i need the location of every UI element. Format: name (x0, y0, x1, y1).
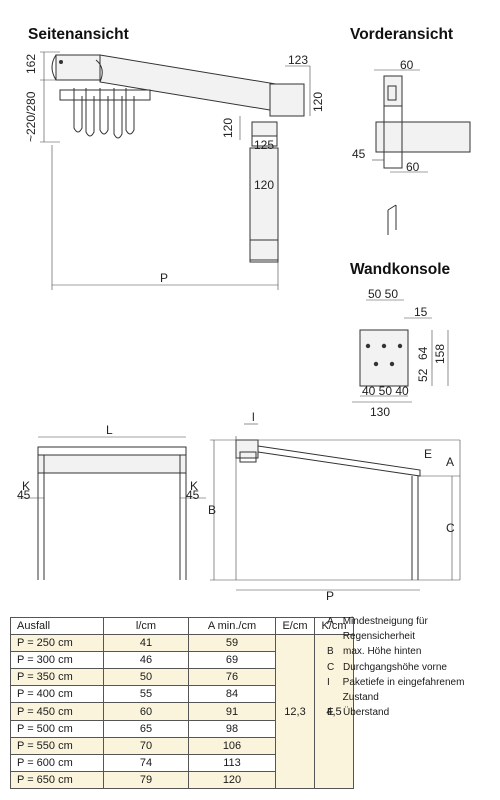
front-view-drawing (372, 69, 471, 235)
dim-50-50: 50 50 (368, 287, 398, 301)
cell-l: 41 (103, 634, 189, 653)
cell-l: 79 (103, 770, 189, 789)
legend-item: C Durchgangshöhe vorne (327, 660, 500, 675)
legend-key: C (327, 661, 335, 673)
side-view-heading: Seitenansicht (28, 26, 129, 43)
spec-table: Ausfall l/cm A min./cm E/cm K/cm P = 250… (10, 616, 354, 789)
legend-text: max. Höhe hinten (343, 646, 422, 658)
legend-item: I Paketiefe in eingefahrenem Zustand (327, 675, 500, 705)
legend-key: A (327, 616, 334, 627)
dim-A: A (446, 455, 454, 469)
dim-60-bottom: 60 (406, 160, 420, 174)
cell-e-value: 12,3 (275, 634, 315, 789)
cell-a-min: 98 (188, 719, 276, 738)
front-frame-drawing (18, 436, 206, 580)
cell-ausfall: P = 650 cm (10, 770, 104, 789)
legend-item: E Überstand (327, 705, 500, 720)
dim-123: 123 (288, 53, 308, 67)
wall-bracket-drawing (352, 299, 449, 403)
legend: A Mindestneigung für Regensicherheit B m… (327, 614, 500, 720)
table-row: P = 250 cm 41 59 12,3 4,5 (10, 634, 354, 789)
cell-a-min: 69 (188, 651, 276, 670)
dim-K-left: K (22, 479, 30, 493)
cell-ausfall: P = 600 cm (10, 753, 104, 772)
dim-P-frame: P (326, 589, 334, 603)
dim-K-right: K (190, 479, 198, 493)
dim-130: 130 (370, 405, 390, 419)
dim-C: C (446, 521, 455, 535)
legend-item: B max. Höhe hinten (327, 644, 500, 659)
header-k: K/cm (314, 616, 354, 636)
side-frame-drawing (210, 423, 461, 591)
wall-bracket-heading: Wandkonsole (350, 261, 451, 278)
table-row: P = 350 cm 50 76 (10, 668, 354, 687)
dim-E: E (424, 447, 432, 461)
legend-text: Überstand (343, 707, 390, 719)
cell-ausfall: P = 250 cm (10, 634, 104, 653)
dim-220-280: ~220/280 (24, 91, 38, 142)
table-header-row: Ausfall l/cm A min./cm E/cm K/cm (10, 616, 354, 636)
cell-ausfall: P = 400 cm (10, 685, 104, 704)
header-l: l/cm (103, 616, 189, 636)
dim-125: 125 (254, 138, 274, 152)
cell-l: 74 (103, 753, 189, 772)
cell-ausfall: P = 550 cm (10, 736, 104, 755)
dim-45: 45 (352, 147, 366, 161)
legend-text: Paketiefe in eingefahrenem Zustand (342, 676, 465, 704)
cell-a-min: 113 (188, 753, 276, 772)
table-row: P = 650 cm 79 120 (10, 770, 354, 789)
cell-l: 60 (103, 702, 189, 721)
header-e: E/cm (275, 616, 315, 636)
legend-key: B (327, 646, 334, 658)
dim-120-post: 120 (254, 178, 274, 192)
dim-64: 64 (416, 346, 430, 360)
dim-B: B (208, 503, 216, 517)
cell-a-min: 91 (188, 702, 276, 721)
dim-40-50-40: 40 50 40 (362, 384, 409, 398)
legend-item: A Mindestneigung für Regensicherheit (327, 614, 500, 644)
dim-l: l (252, 410, 255, 424)
cell-l: 46 (103, 651, 189, 670)
cell-ausfall: P = 300 cm (10, 651, 104, 670)
cell-a-min: 106 (188, 736, 276, 755)
cell-l: 50 (103, 668, 189, 687)
dim-45-left: 45 (17, 488, 31, 502)
dim-45-right: 45 (186, 488, 200, 502)
legend-key: E (327, 707, 334, 719)
header-a-min: A min./cm (188, 616, 276, 636)
cell-l: 65 (103, 719, 189, 738)
dim-120-right: 120 (311, 92, 325, 112)
cell-a-min: 120 (188, 770, 276, 789)
cell-a-min: 76 (188, 668, 276, 687)
cell-a-min: 84 (188, 685, 276, 704)
table-row: P = 500 cm 65 98 (10, 719, 354, 738)
dim-60-top: 60 (400, 58, 414, 72)
front-view-heading: Vorderansicht (350, 26, 453, 43)
cell-k-value: 4,5 (314, 634, 354, 789)
cell-ausfall: P = 500 cm (10, 719, 104, 738)
cell-l: 70 (103, 736, 189, 755)
dim-15: 15 (414, 305, 428, 319)
side-view-drawing (40, 51, 311, 290)
table-row: P = 450 cm 60 91 (10, 702, 354, 721)
dim-162: 162 (24, 54, 38, 74)
dim-158: 158 (433, 344, 447, 364)
dim-L: L (106, 423, 113, 437)
dim-52: 52 (416, 368, 430, 382)
cell-ausfall: P = 450 cm (10, 702, 104, 721)
cell-ausfall: P = 350 cm (10, 668, 104, 687)
dim-120-left: 120 (221, 118, 235, 138)
legend-text: Mindestneigung für Regensicherheit (342, 616, 428, 643)
cell-l: 55 (103, 685, 189, 704)
header-ausfall: Ausfall (10, 616, 104, 636)
dim-P-side: P (160, 271, 168, 285)
cell-a-min: 59 (188, 634, 276, 653)
legend-key: I (327, 676, 330, 688)
table-row: P = 300 cm 46 69 (10, 651, 354, 670)
legend-text: Durchgangshöhe vorne (343, 661, 447, 673)
